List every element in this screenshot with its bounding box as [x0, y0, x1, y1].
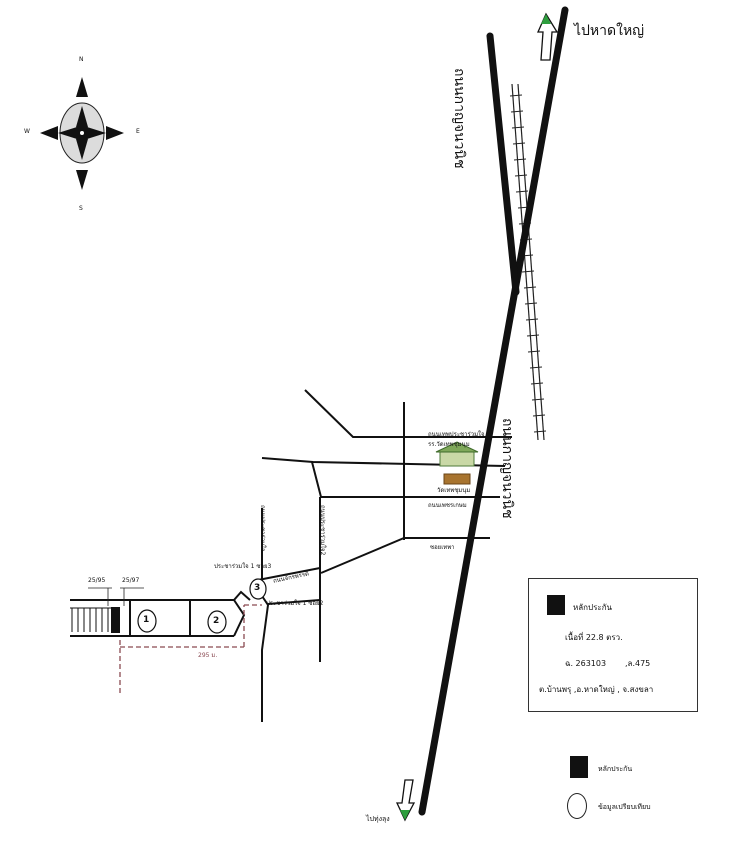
- info-area: เนื้อที่ 22.8 ตรว.: [565, 633, 623, 642]
- marker-1-label: 1: [143, 615, 150, 625]
- soi-d-label: ซอยเทพา: [430, 544, 455, 551]
- collateral-info-box: หลักประกัน เนื้อที่ 22.8 ตรว. ฉ. 263103 …: [528, 578, 698, 712]
- plot-strips: [70, 607, 112, 632]
- temple-label: วัดเทพชุมนุม: [437, 487, 471, 494]
- vertical-2-label: ถนนประชาร่วมใจ2: [319, 505, 326, 556]
- plot-left-label: 25/95: [88, 577, 106, 584]
- info-location: ต.บ้านพรุ ,อ.หาดใหญ่ , จ.สงขลา: [539, 685, 654, 694]
- compass-e-label: E: [136, 128, 140, 135]
- road-temple-label: ถนนเทพประชาร่วมใจ: [428, 431, 485, 438]
- comparison-circles: [137, 578, 267, 634]
- destination-south: ไปทุ่งลุง: [366, 815, 390, 823]
- temple-icon: [435, 441, 479, 485]
- collateral-square-icon: [547, 595, 565, 615]
- arrow-north-icon: [536, 12, 559, 61]
- highway: [418, 6, 569, 816]
- legend-comparison-label: ข้อมูลเปรียบเทียบ: [598, 803, 651, 811]
- distance-label: 295 ม.: [198, 652, 218, 659]
- railway: [509, 83, 547, 441]
- distance-indicator: [119, 604, 262, 695]
- prachaun-soi3-label: ประชาร่วมใจ 1 ซอย3: [214, 563, 272, 570]
- school-label: รร.วัดเทพชุมนุม: [428, 441, 470, 448]
- compass-n-label: N: [79, 56, 84, 63]
- info-land-no: ,ล.475: [625, 659, 651, 668]
- legend-collateral-label: หลักประกัน: [598, 765, 633, 773]
- destination-north: ไปหาดใหญ่: [574, 23, 645, 39]
- legend-comparison-icon: [567, 793, 587, 819]
- highway-upper-label: ถนนกาญจนวนิช: [451, 68, 467, 169]
- compass-w-label: W: [24, 128, 30, 135]
- legend-collateral-icon: [570, 756, 588, 778]
- plot-right-label: 25/97: [122, 577, 140, 584]
- info-title: หลักประกัน: [573, 603, 613, 612]
- prachaun-soi2-label: ประชาร่วมใจ 1 ซอย2: [266, 600, 324, 607]
- highway-main-label: ถนนกาญจนวนิช: [499, 418, 515, 519]
- info-deed: ฉ. 263103: [565, 659, 607, 668]
- compass-s-label: S: [79, 205, 83, 212]
- collateral-marker: [111, 607, 120, 633]
- arrow-south-icon: [395, 779, 416, 822]
- vertical-1-label: ถนนประชาร่วมใจ: [259, 505, 266, 552]
- road-top-label: ถนนเพชรเกษม: [428, 502, 467, 509]
- marker-2-label: 2: [213, 616, 220, 626]
- compass-rose-icon: [40, 77, 124, 190]
- marker-3-label: 3: [254, 583, 261, 593]
